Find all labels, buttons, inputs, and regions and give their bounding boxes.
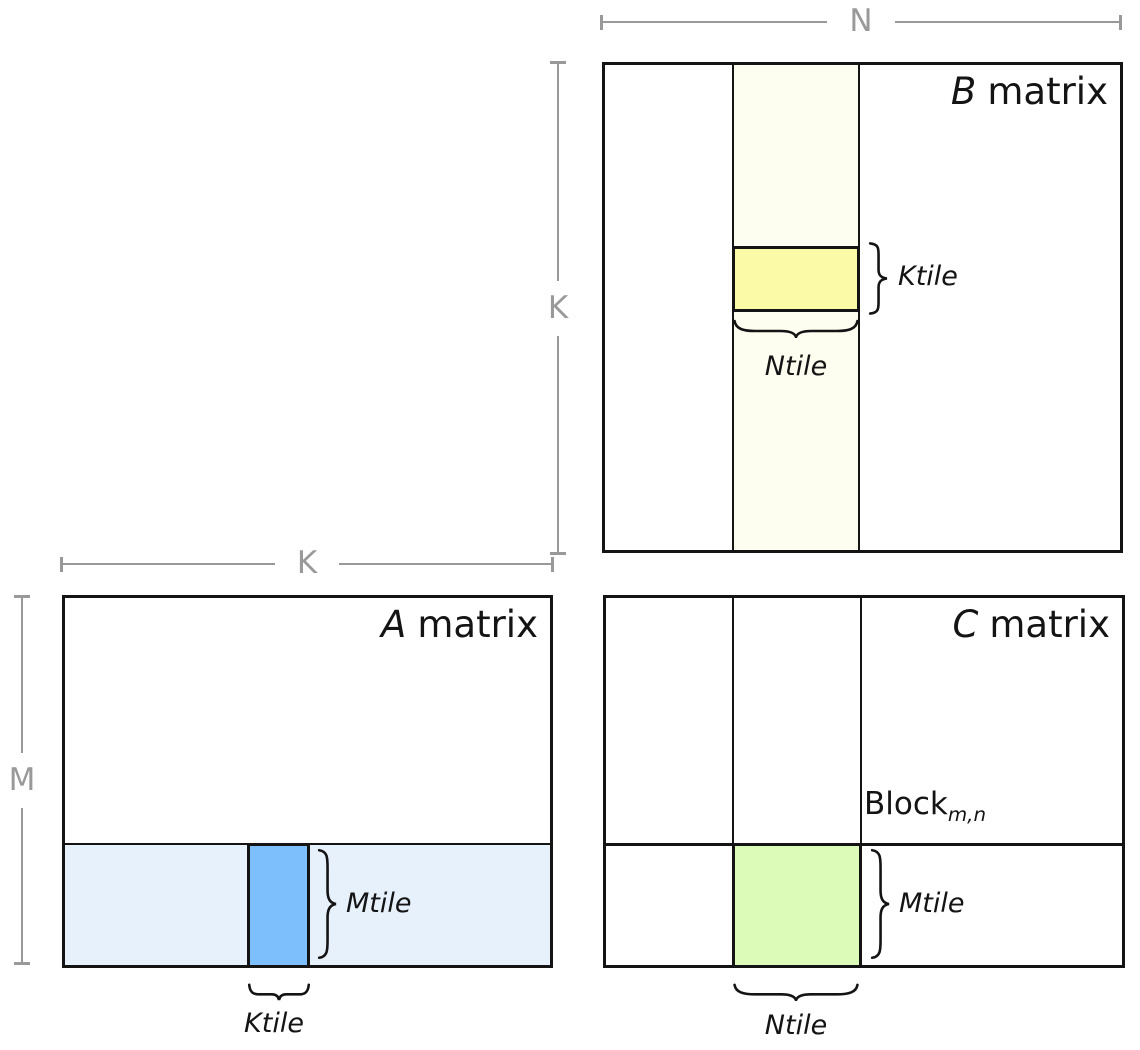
dimension-k-vertical-top-tick: [550, 61, 566, 64]
a-matrix-word: matrix: [417, 603, 538, 646]
ktile-brace-icon: [867, 242, 888, 315]
dimension-k-horizontal-left-tick: [60, 556, 63, 572]
a-ktile-label: Ktile: [244, 1008, 304, 1039]
b-ntile-label: Ntile: [764, 351, 828, 382]
dimension-k-vertical-bottom-line: [556, 335, 560, 552]
dimension-n-right-tick: [1119, 14, 1123, 30]
dimension-k-vertical-bottom-tick: [550, 552, 566, 555]
dimension-k-horizontal-right-tick: [551, 556, 554, 572]
dimension-m-bottom-tick: [14, 962, 30, 965]
c-mtile-ntile-tile: [732, 843, 862, 965]
dimension-m-label: M: [8, 761, 36, 798]
dimension-m-bottom-line: [20, 807, 24, 962]
dimension-n-left-line: [603, 20, 828, 24]
c-matrix-column-line-left: [732, 598, 734, 965]
c-ntile-label: Ntile: [764, 1010, 828, 1041]
dimension-n: N: [600, 2, 1123, 39]
dimension-m: M: [6, 595, 38, 965]
b-ntile-brace-icon: [732, 318, 860, 338]
c-matrix-row-line: [606, 843, 1122, 846]
a-matrix-letter: A: [380, 603, 407, 646]
dimension-n-right-line: [894, 20, 1120, 24]
c-mtile-label: Mtile: [899, 888, 965, 919]
a-mtile-label: Mtile: [346, 888, 412, 919]
c-block-word: Block: [864, 786, 948, 822]
c-block-subscript: m,n: [947, 803, 987, 827]
a-mtile-ktile-tile: [247, 843, 310, 965]
a-mtile-brace-icon: [316, 848, 337, 960]
c-matrix-word: matrix: [989, 603, 1110, 646]
dimension-n-label: N: [849, 2, 873, 39]
b-matrix-word: matrix: [987, 70, 1108, 113]
dimension-n-left-tick: [600, 14, 603, 30]
dimension-k-vertical: K: [542, 61, 574, 555]
b-matrix-letter: B: [950, 70, 977, 113]
c-matrix-letter: C: [952, 603, 979, 646]
dimension-k-horizontal-label: K: [296, 544, 318, 581]
dimension-m-top-tick: [14, 595, 30, 598]
c-mtile-brace-icon: [869, 848, 890, 960]
b-ktile-label: Ktile: [898, 261, 958, 292]
c-ntile-brace-icon: [732, 982, 860, 1001]
dimension-k-vertical-top-line: [556, 64, 560, 281]
b-ktile-ntile-tile: [732, 246, 860, 312]
a-ktile-brace-icon: [248, 982, 310, 1001]
dimension-k-horizontal-right-line: [339, 562, 551, 566]
dimension-m-top-line: [20, 598, 24, 753]
dimension-k-horizontal-left-line: [63, 562, 275, 566]
c-matrix-column-line-right: [860, 598, 862, 965]
dimension-k-horizontal: K: [60, 544, 554, 581]
dimension-k-vertical-label: K: [547, 289, 569, 326]
c-block-label: Blockm,n: [864, 786, 986, 827]
